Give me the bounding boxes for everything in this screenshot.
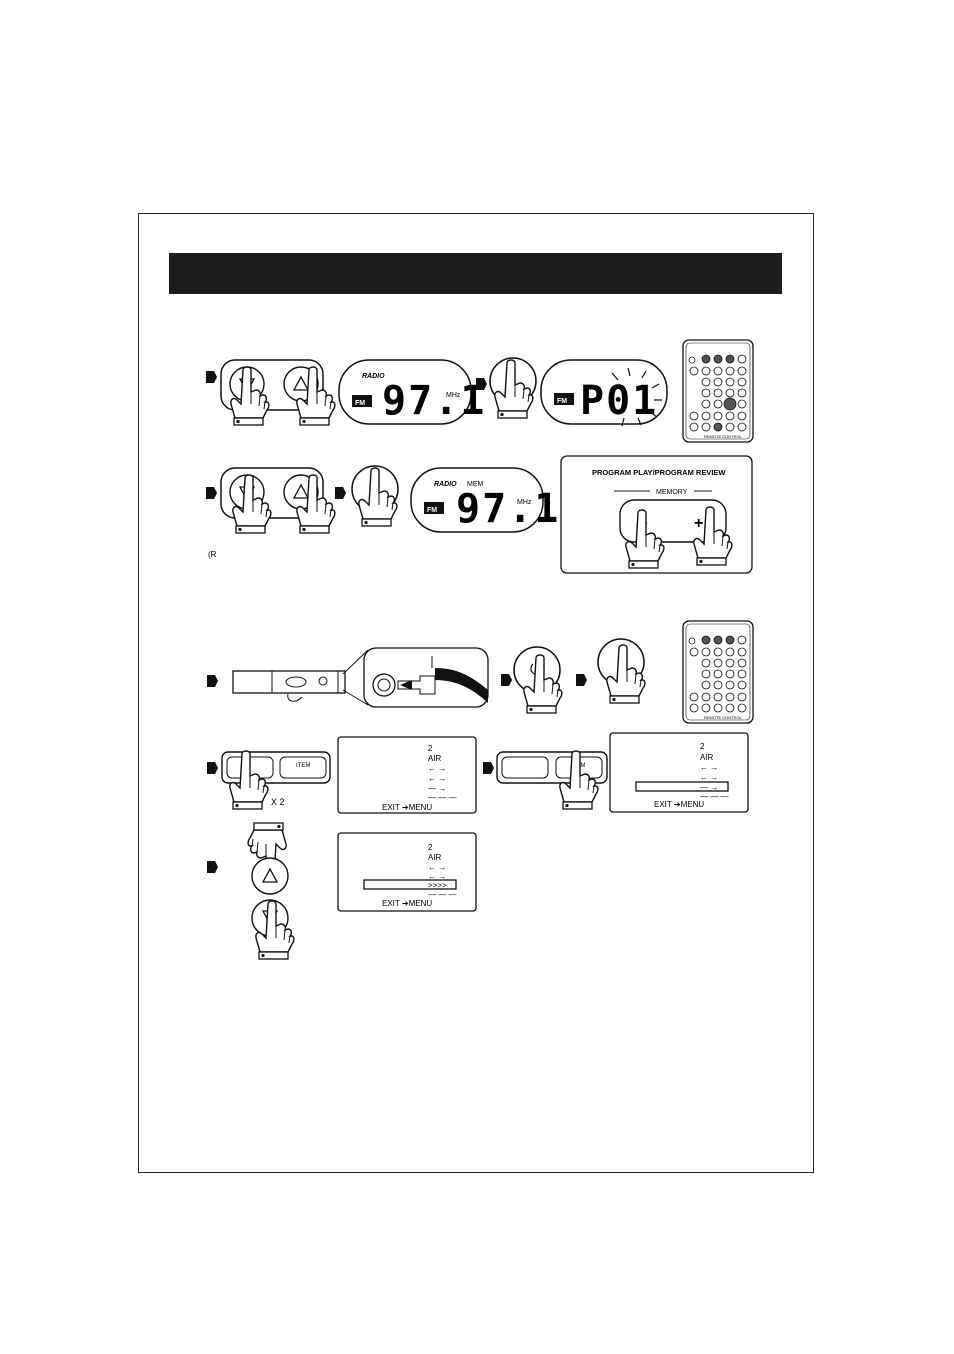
unit-label-3: MHz	[517, 499, 532, 506]
memory-round-button-1	[489, 357, 537, 419]
exit-menu-text-3: EXIT ➔MENU	[382, 899, 432, 908]
page-frame	[138, 213, 814, 1173]
tv-step-2-badge	[501, 674, 512, 686]
band-label-3: FM	[427, 507, 437, 514]
antenna-connector-zoom	[363, 647, 489, 708]
menu-round-button	[597, 638, 646, 704]
menu-item-button-panel-2: ITEM	[496, 750, 608, 810]
menu-line: ← →	[428, 764, 446, 773]
lcd-display-3: RADIO MEM FM 97.1 MHz	[410, 467, 560, 533]
step-4-badge	[335, 487, 346, 499]
up-down-buttons	[247, 822, 295, 960]
step-3-badge	[206, 487, 217, 499]
remote-control-2: REMOTE CONTROL	[682, 620, 754, 724]
menu-line: 2	[428, 744, 433, 753]
menu-line: — — —	[428, 890, 456, 899]
program-box-title: PROGRAM PLAY/PROGRAM REVIEW	[592, 468, 726, 477]
preset-readout: P01	[580, 378, 658, 424]
band-label: FM	[355, 400, 365, 407]
menu-line: AIR	[700, 753, 714, 762]
times-two-label: X 2	[271, 797, 285, 807]
menu-line: — — —	[428, 793, 456, 802]
menu-line: — →	[428, 784, 446, 793]
menu-screen-3: 2 AIR ← → ← → >>>> — — — EXIT ➔MENU	[337, 832, 477, 912]
step-1-badge	[206, 371, 217, 383]
exit-menu-text-1: EXIT ➔MENU	[382, 803, 432, 812]
menu-line: >>>>	[428, 881, 447, 890]
exit-menu-text-2: EXIT ➔MENU	[654, 800, 704, 809]
remote-label-2: REMOTE CONTROL	[704, 715, 743, 720]
menu-line: ← →	[428, 774, 446, 783]
program-play-box: PROGRAM PLAY/PROGRAM REVIEW MEMORY − +	[560, 455, 753, 574]
tv-step-6-badge	[207, 861, 218, 873]
menu-screen-2: 2 AIR ← → ← → — → — — — EXIT ➔MENU	[609, 732, 749, 813]
menu-line: 2	[428, 843, 433, 852]
remote-label: REMOTE CONTROL	[704, 434, 743, 439]
lcd-display-1: RADIO FM 97.1 MHz	[338, 359, 486, 425]
lcd-display-2: FM P01	[540, 359, 668, 427]
memory-round-button-2	[351, 465, 399, 527]
radio-icon-label-3: RADIO	[434, 481, 457, 488]
highlight-bar-2	[635, 781, 729, 792]
menu-line: ← →	[428, 863, 446, 872]
menu-line: ← →	[700, 763, 718, 772]
item-label-1: ITEM	[296, 763, 310, 769]
frequency-readout: 97.1	[382, 378, 486, 424]
menu-line: AIR	[428, 853, 442, 862]
band-label-2: FM	[557, 398, 567, 405]
menu-line: ← →	[428, 872, 446, 881]
menu-line: ← →	[700, 773, 718, 782]
menu-line: AIR	[428, 754, 442, 763]
radio-icon-label: RADIO	[362, 373, 385, 380]
unit-label: MHz	[446, 392, 461, 399]
menu-line: — — —	[700, 792, 728, 801]
memory-label: MEMORY	[656, 489, 688, 496]
section-title-bar	[169, 253, 782, 294]
tv-step-5-badge	[483, 762, 494, 774]
plus-sign: +	[694, 515, 703, 532]
tv-rear-panel	[232, 649, 369, 706]
menu-line: — →	[700, 783, 718, 792]
tv-step-4-badge	[207, 762, 218, 774]
tv-step-1-badge	[207, 675, 218, 687]
frequency-readout-3: 97.1	[456, 486, 560, 532]
highlight-bar-3	[363, 879, 457, 890]
power-round-button	[513, 646, 563, 714]
tuning-button-panel-2	[220, 467, 336, 534]
menu-screen-1: 2 AIR ← → ← → — → — — — EXIT ➔MENU	[337, 736, 477, 814]
flash-rays	[611, 367, 662, 427]
tv-step-3-badge	[576, 674, 587, 686]
remote-control-1: REMOTE CONTROL	[682, 339, 754, 443]
menu-line: 2	[700, 742, 705, 751]
tuning-button-panel-1	[220, 359, 336, 426]
note-text: (R	[208, 550, 217, 559]
mem-indicator: MEM	[467, 481, 484, 488]
menu-item-button-panel-1: ITEM X 2	[221, 750, 331, 810]
